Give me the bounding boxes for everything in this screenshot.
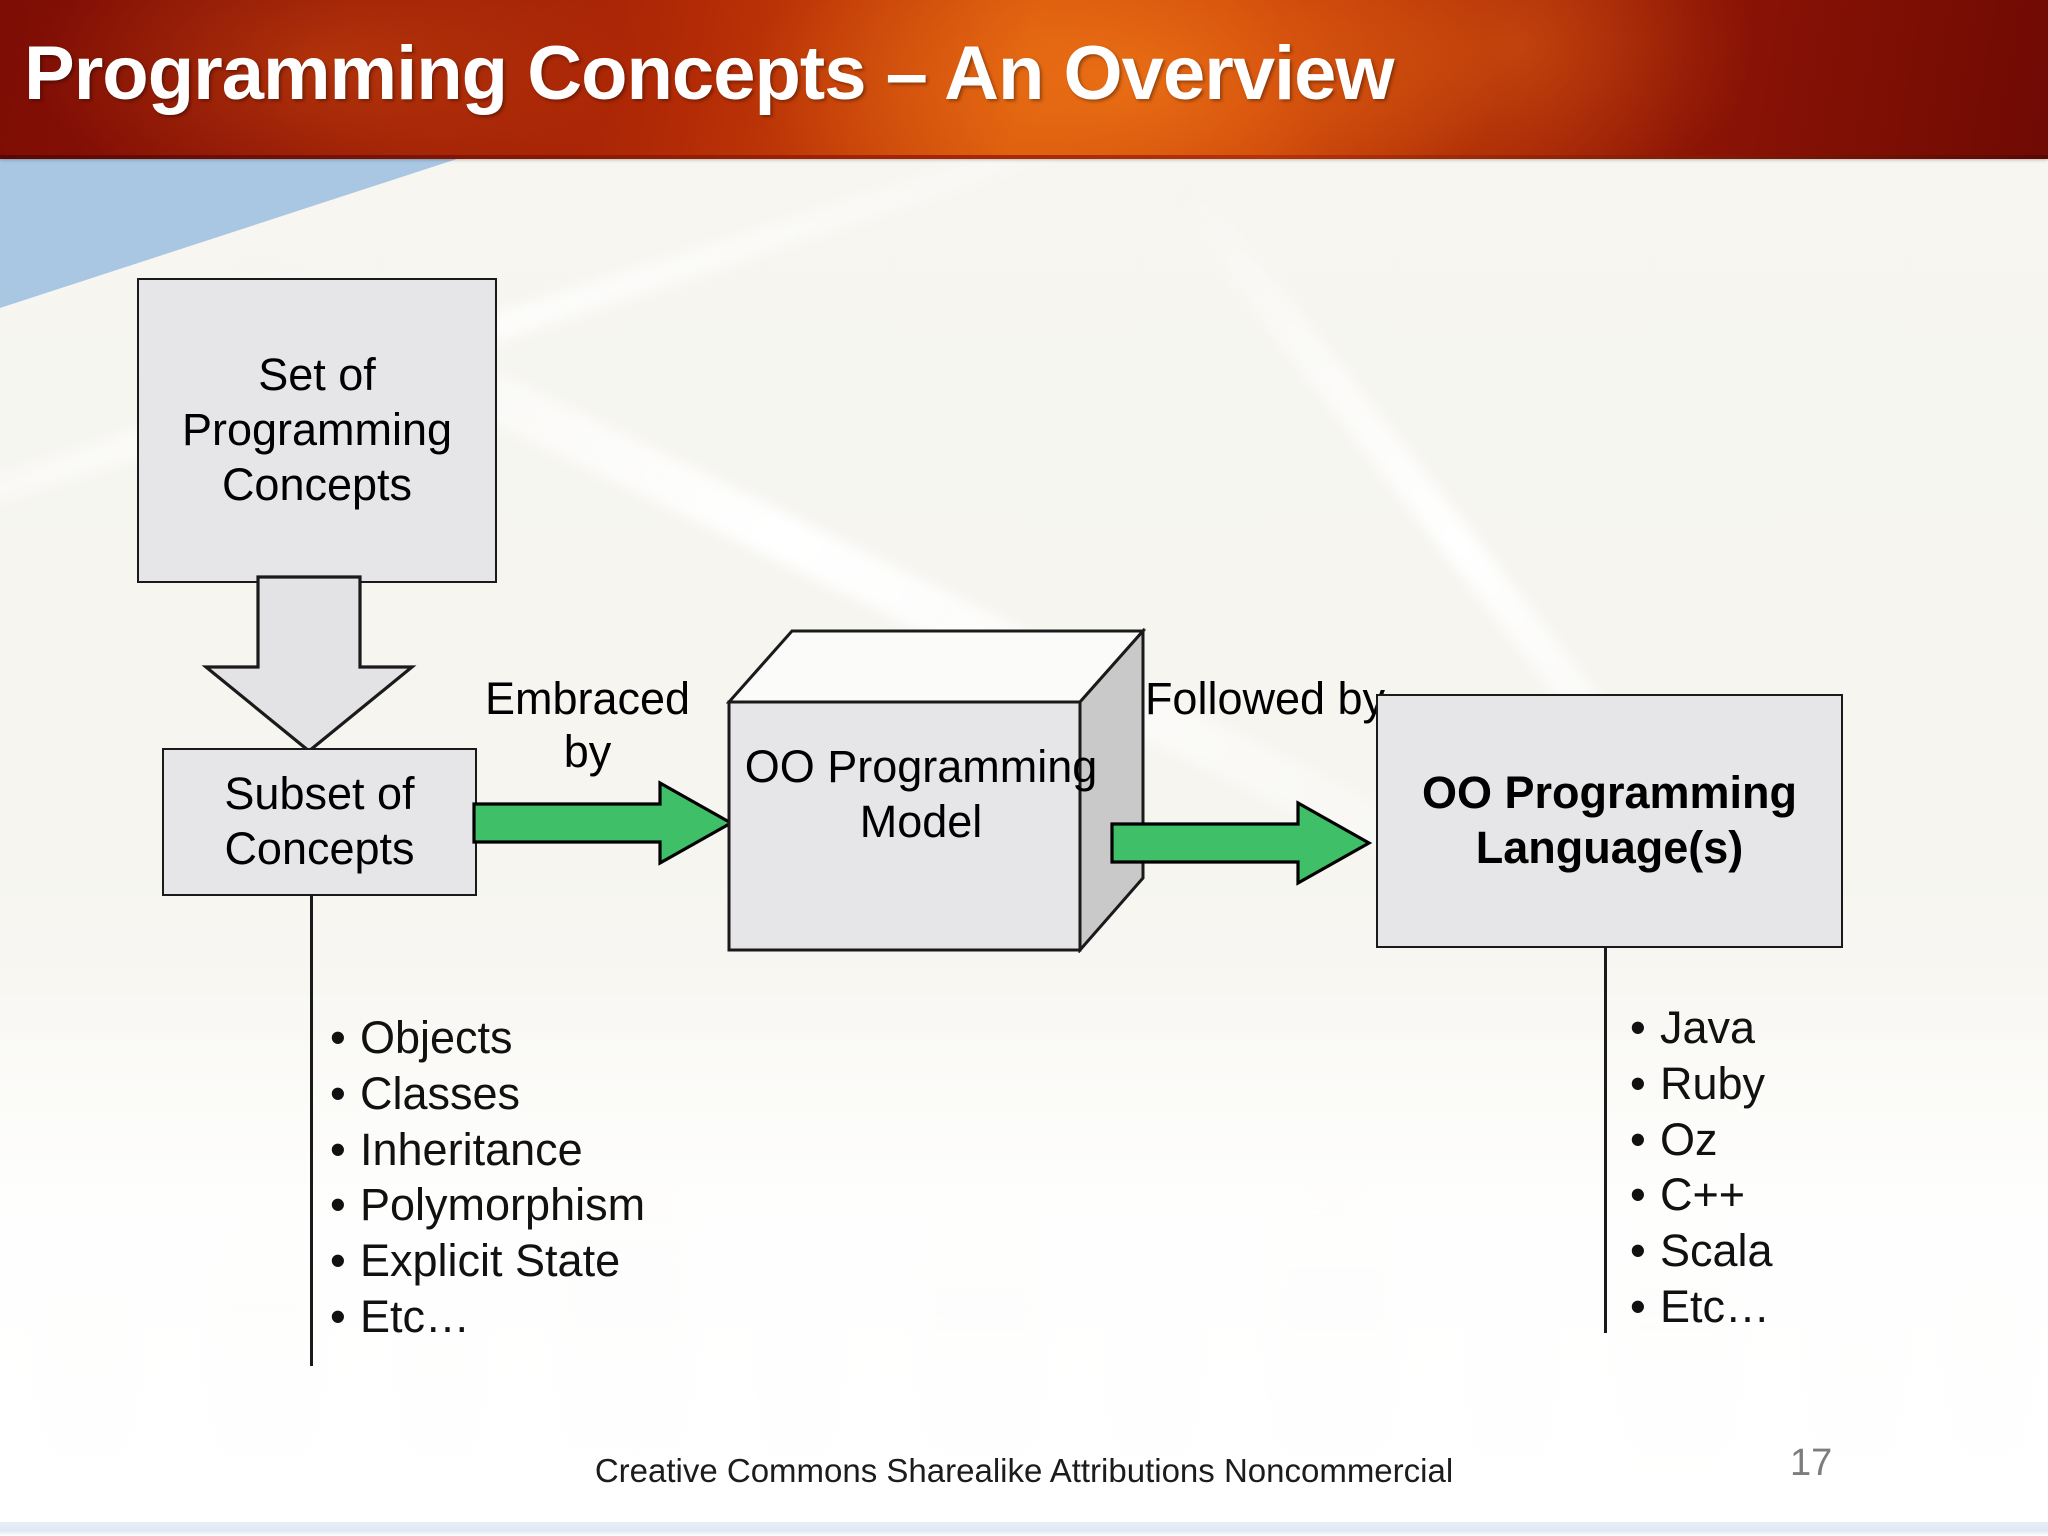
node-set-label: Set of Programming Concepts [181, 349, 453, 510]
background-bottom-fade [0, 976, 2048, 1536]
node-subset-of-concepts: Subset of Concepts [162, 748, 477, 896]
list-item-label: Explicit State [360, 1235, 621, 1287]
bullet-dot-icon: • [1630, 1280, 1646, 1332]
connector-line-concepts [310, 896, 313, 1366]
bullet-dot-icon: • [330, 1290, 346, 1342]
list-item: • Polymorphism [330, 1177, 645, 1233]
bullet-dot-icon: • [330, 1123, 346, 1175]
cube-oo-programming-model [726, 628, 1146, 953]
node-oo-model-label: OO Programming Model [744, 741, 1098, 847]
list-item: • Explicit State [330, 1233, 645, 1289]
list-item: • Scala [1630, 1223, 1773, 1279]
bullet-dot-icon: • [330, 1012, 346, 1063]
list-item: • Etc… [1630, 1279, 1773, 1335]
node-set-of-programming-concepts: Set of Programming Concepts [137, 278, 497, 583]
node-oo-programming-languages: OO Programming Language(s) [1376, 694, 1843, 948]
node-oo-language-label: OO Programming Language(s) [1421, 767, 1798, 873]
node-subset-label: Subset of Concepts [224, 768, 415, 874]
languages-bullet-list: • Java • Ruby • Oz • C++ • Scala • Etc… [1630, 1000, 1773, 1335]
title-bar-underline [0, 155, 2048, 159]
cube-label: OO Programming Model [736, 700, 1106, 890]
list-item-label: Java [1660, 1002, 1756, 1053]
bullet-dot-icon: • [1630, 1057, 1646, 1109]
slide-title: Programming Concepts – An Overview [24, 31, 1395, 116]
connector-label-followed-by: Followed by [1144, 673, 1386, 724]
list-item: • Inheritance [330, 1122, 645, 1178]
bullet-dot-icon: • [1630, 1113, 1646, 1165]
title-bar [0, 0, 2048, 158]
list-item: • Ruby [1630, 1056, 1773, 1112]
background-bottom-strip [0, 1522, 2048, 1536]
connector-line-languages [1604, 948, 1607, 1333]
bullet-dot-icon: • [1630, 1002, 1646, 1053]
footer-attribution: Creative Commons Sharealike Attributions… [594, 1452, 1454, 1489]
list-item: • C++ [1630, 1167, 1773, 1223]
down-arrow-icon [201, 575, 417, 754]
list-item-label: Ruby [1660, 1057, 1766, 1109]
list-item-label: Polymorphism [360, 1179, 646, 1231]
list-item: • Java [1630, 1000, 1773, 1056]
bullet-dot-icon: • [330, 1235, 346, 1287]
list-item-label: Etc… [1660, 1280, 1771, 1332]
bullet-dot-icon: • [1630, 1225, 1646, 1277]
list-item: • Classes [330, 1066, 645, 1122]
list-item-label: Classes [360, 1067, 521, 1119]
green-arrow-right-icon-1 [472, 780, 734, 866]
connector-label-embraced-by: Embraced by [484, 673, 691, 778]
list-item-label: C++ [1660, 1169, 1746, 1221]
list-item: • Etc… [330, 1289, 645, 1345]
green-arrow-right-icon-2 [1110, 800, 1372, 886]
slide-page-number: 17 [1790, 1442, 1833, 1484]
list-item-label: Scala [1660, 1225, 1773, 1277]
bullet-dot-icon: • [1630, 1169, 1646, 1221]
list-item-label: Objects [360, 1012, 513, 1063]
list-item: • Objects [330, 1010, 645, 1066]
concepts-bullet-list: • Objects • Classes • Inheritance • Polymorp… [330, 1010, 645, 1345]
list-item: • Oz [1630, 1112, 1773, 1168]
bullet-dot-icon: • [330, 1179, 346, 1231]
bullet-dot-icon: • [330, 1067, 346, 1119]
list-item-label: Inheritance [360, 1123, 583, 1175]
list-item-label: Etc… [360, 1290, 471, 1342]
list-item-label: Oz [1660, 1113, 1718, 1165]
